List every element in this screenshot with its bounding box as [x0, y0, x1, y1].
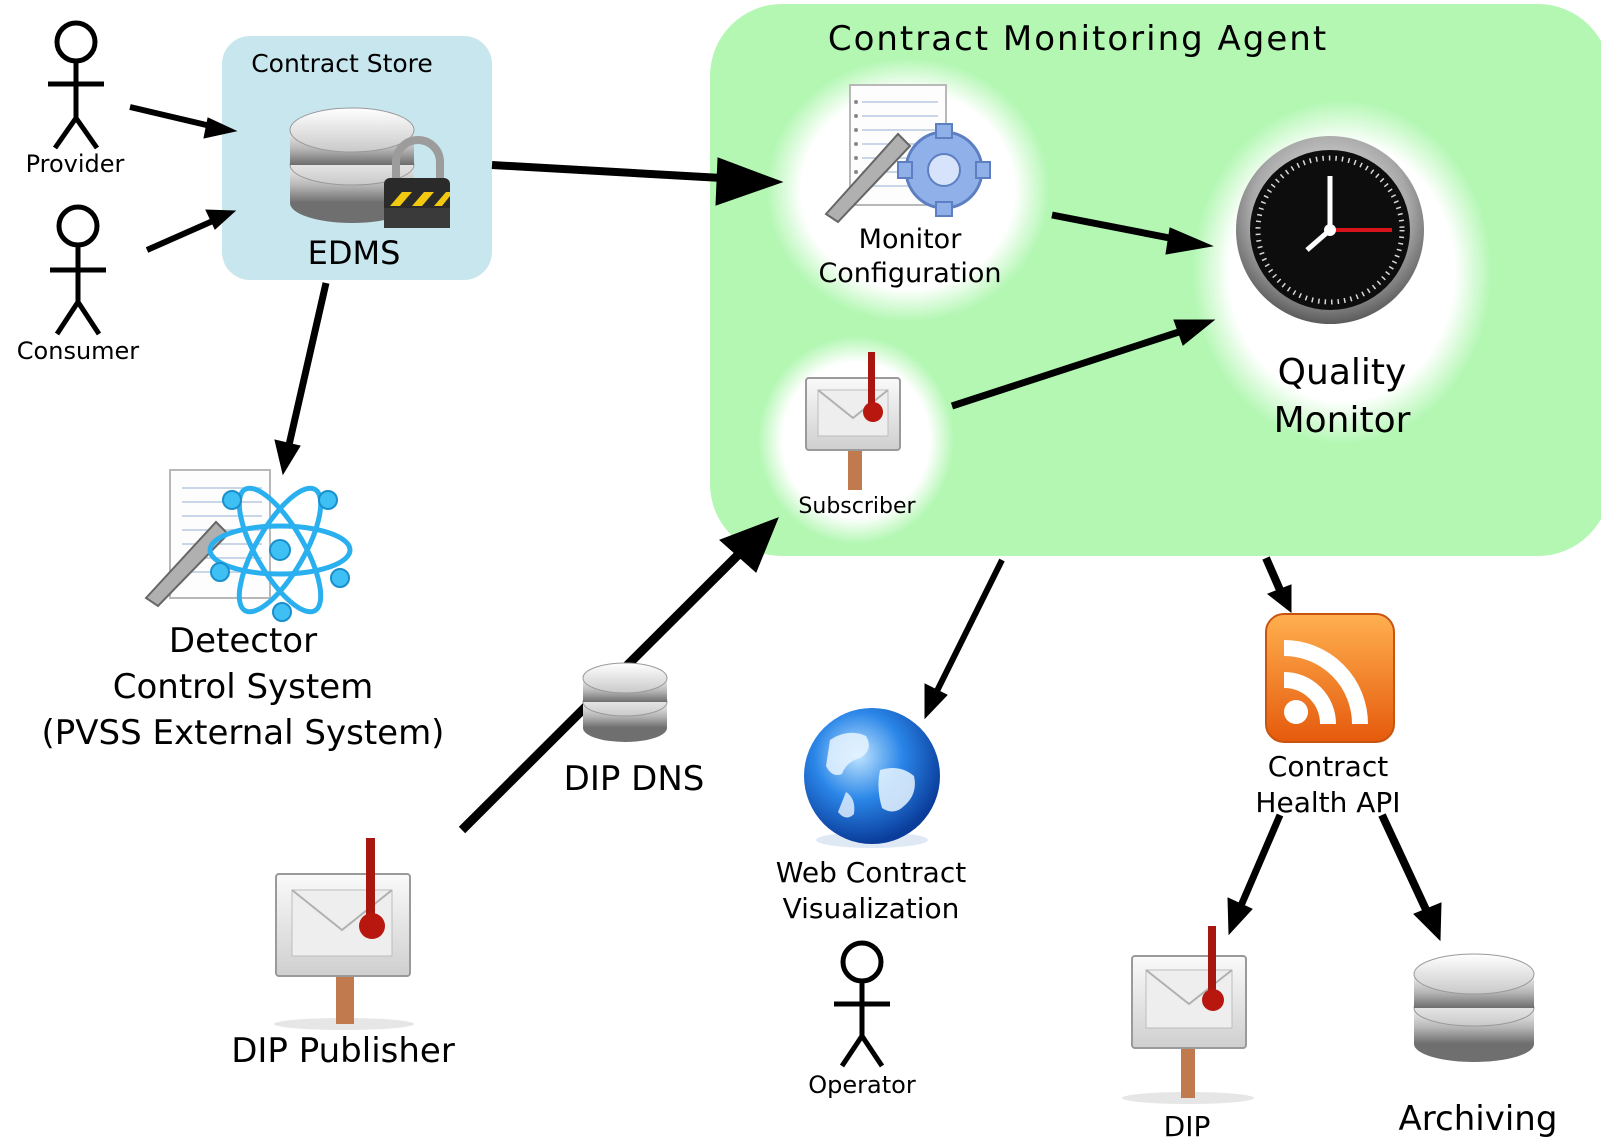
- dip-publisher-label: DIP Publisher: [231, 1031, 455, 1071]
- consumer-label: Consumer: [17, 337, 140, 365]
- detector-label-line2: Control System: [113, 667, 374, 707]
- web-visualization-node: Web Contract Visualization: [776, 708, 966, 925]
- archiving-node: Archiving: [1399, 953, 1558, 1139]
- detector-label-line3: (PVSS External System): [42, 713, 445, 753]
- web-viz-label-line1: Web Contract: [776, 856, 966, 889]
- quality-monitor-label-line1: Quality: [1278, 352, 1407, 393]
- mailbox-icon: [1122, 926, 1254, 1104]
- dip-dns-label: DIP DNS: [564, 759, 705, 799]
- edms-node: EDMS: [289, 107, 450, 272]
- rss-feed-icon: [1265, 613, 1395, 743]
- database-icon: [1413, 953, 1535, 1062]
- dip-dns-node: DIP DNS: [564, 662, 705, 799]
- database-lock-icon: [289, 107, 450, 228]
- web-viz-label-line2: Visualization: [783, 892, 960, 925]
- detector-control-system-node: Detector Control System (PVSS External S…: [42, 469, 445, 753]
- dip-publisher-node: DIP Publisher: [231, 838, 455, 1071]
- dip-node: DIP: [1122, 926, 1254, 1140]
- mailbox-icon: [805, 352, 901, 490]
- edms-label: EDMS: [308, 234, 401, 272]
- agent-title: Contract Monitoring Agent: [828, 19, 1328, 59]
- health-api-node: Contract Health API: [1255, 613, 1401, 819]
- stick-figure-icon: [48, 20, 104, 150]
- clock-icon: [1236, 136, 1424, 324]
- consumer-actor: Consumer: [17, 204, 140, 365]
- detector-label-line1: Detector: [169, 621, 317, 661]
- quality-monitor-label-line2: Monitor: [1274, 400, 1411, 441]
- database-icon: [582, 662, 668, 742]
- monitor-config-label-line2: Configuration: [818, 258, 1001, 289]
- monitor-configuration-node: Monitor Configuration: [818, 84, 1002, 289]
- dip-label: DIP: [1164, 1110, 1211, 1140]
- archiving-label: Archiving: [1399, 1099, 1558, 1139]
- quality-monitor-node: Quality Monitor: [1236, 136, 1424, 441]
- provider-label: Provider: [26, 150, 125, 178]
- contract-store-title: Contract Store: [251, 49, 433, 78]
- connector-arrows: [129, 104, 1442, 942]
- health-api-label-line1: Contract: [1268, 750, 1388, 783]
- document-atom-icon: [144, 469, 353, 622]
- subscriber-node: Subscriber: [798, 352, 917, 519]
- stick-figure-icon: [50, 204, 106, 336]
- stick-figure-icon: [834, 940, 890, 1068]
- health-api-label-line2: Health API: [1255, 786, 1400, 819]
- monitor-config-label-line1: Monitor: [859, 224, 963, 255]
- operator-actor: Operator: [808, 940, 916, 1099]
- provider-actor: Provider: [26, 20, 125, 178]
- subscriber-label: Subscriber: [798, 494, 916, 519]
- config-document-gear-icon: [824, 84, 991, 224]
- operator-label: Operator: [808, 1071, 916, 1099]
- globe-icon: [804, 708, 940, 848]
- mailbox-icon: [274, 838, 414, 1030]
